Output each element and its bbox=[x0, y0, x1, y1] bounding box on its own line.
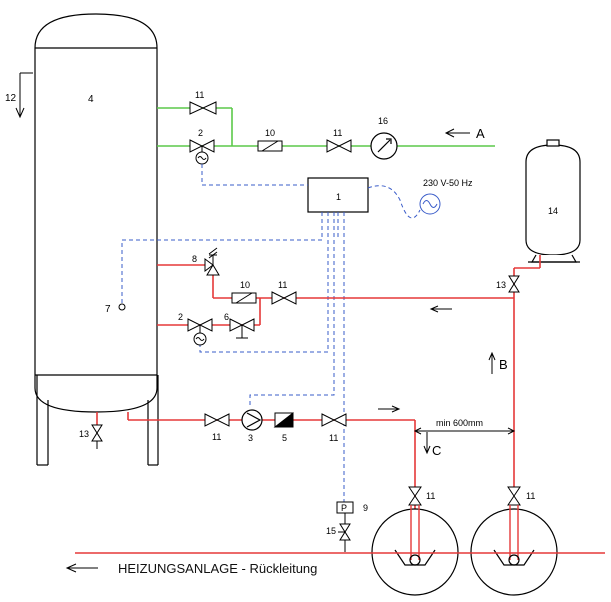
inlet-label: A bbox=[476, 126, 485, 141]
return-piping-red bbox=[96, 255, 541, 520]
solenoid-valve-mid-label: 2 bbox=[178, 312, 183, 322]
water-meter-mid-icon bbox=[231, 292, 257, 304]
control-unit-label: 1 bbox=[336, 192, 341, 202]
feed-valve-right-label: 11 bbox=[333, 128, 342, 138]
filter-label: 5 bbox=[282, 433, 287, 443]
expansion-valve-label: 13 bbox=[496, 280, 506, 290]
arrow-c-label: C bbox=[432, 443, 441, 458]
connection-valve-1-label: 11 bbox=[426, 491, 435, 501]
safety-valve-icon bbox=[204, 247, 220, 276]
pump-icon bbox=[241, 409, 263, 431]
arrow-b-label: B bbox=[499, 357, 508, 372]
dimension-line bbox=[413, 427, 516, 435]
valve-15-label: 15 bbox=[326, 526, 336, 536]
pressure-switch-label: 9 bbox=[363, 503, 368, 513]
pump-valve-left-label: 11 bbox=[212, 432, 221, 442]
ac-supply-label: 230 V-50 Hz bbox=[423, 178, 473, 188]
inlet-arrow-icon bbox=[444, 128, 470, 138]
water-meter-top-icon bbox=[257, 140, 283, 152]
water-meter-mid-label: 10 bbox=[240, 280, 250, 290]
main-tank bbox=[34, 13, 159, 466]
connection-valve-2-icon bbox=[507, 486, 521, 506]
pipe-section-1 bbox=[371, 505, 459, 596]
return-valve-mid-label: 11 bbox=[278, 280, 287, 290]
expansion-tank bbox=[525, 139, 581, 263]
pump-label: 3 bbox=[248, 433, 253, 443]
control-unit bbox=[307, 177, 369, 213]
pump-valve-left-icon bbox=[204, 413, 230, 427]
return-direction-arrow-icon bbox=[65, 563, 98, 573]
level-arrow-label: 12 bbox=[5, 93, 17, 104]
signal-lines bbox=[121, 164, 421, 502]
solenoid-valve-top-icon bbox=[189, 139, 215, 165]
feed-valve-right-icon bbox=[326, 139, 352, 153]
flow-arrows bbox=[378, 305, 496, 455]
min-distance-label: min 600mm bbox=[436, 418, 483, 428]
expansion-tank-label: 14 bbox=[548, 206, 558, 216]
shutoff-valve-6-label: 6 bbox=[224, 312, 229, 322]
pressure-switch-box-label: P bbox=[341, 503, 347, 513]
feed-bypass-valve-label: 11 bbox=[195, 90, 204, 100]
valve-15-icon bbox=[338, 523, 351, 552]
probe-sensor-icon bbox=[118, 303, 126, 311]
drain-valve-icon bbox=[91, 424, 103, 449]
pressure-gauge-label: 16 bbox=[378, 116, 388, 126]
solenoid-valve-top-label: 2 bbox=[198, 128, 203, 138]
shutoff-valve-6-icon bbox=[229, 318, 255, 339]
return-valve-mid-icon bbox=[271, 291, 297, 305]
solenoid-valve-mid-icon bbox=[187, 318, 213, 346]
pressure-gauge-icon bbox=[370, 132, 398, 160]
feed-line-green bbox=[157, 107, 495, 147]
connection-valve-1-icon bbox=[408, 486, 422, 506]
tank-label: 4 bbox=[88, 94, 94, 105]
probe-label: 7 bbox=[105, 304, 111, 315]
connection-valve-2-label: 11 bbox=[526, 491, 535, 501]
feed-bypass-valve-icon bbox=[189, 101, 217, 115]
ac-source-icon bbox=[419, 193, 441, 215]
safety-valve-label: 8 bbox=[192, 254, 197, 264]
pump-valve-right-label: 11 bbox=[329, 433, 338, 443]
pipe-section-2 bbox=[470, 505, 558, 596]
pump-valve-right-icon bbox=[321, 413, 347, 427]
water-meter-top-label: 10 bbox=[265, 128, 275, 138]
level-arrow bbox=[15, 72, 33, 119]
heating-return-caption: HEIZUNGSANLAGE - Rückleitung bbox=[118, 561, 317, 576]
expansion-valve-icon bbox=[508, 275, 520, 293]
drain-valve-label: 13 bbox=[79, 429, 89, 439]
filter-icon bbox=[273, 411, 294, 428]
